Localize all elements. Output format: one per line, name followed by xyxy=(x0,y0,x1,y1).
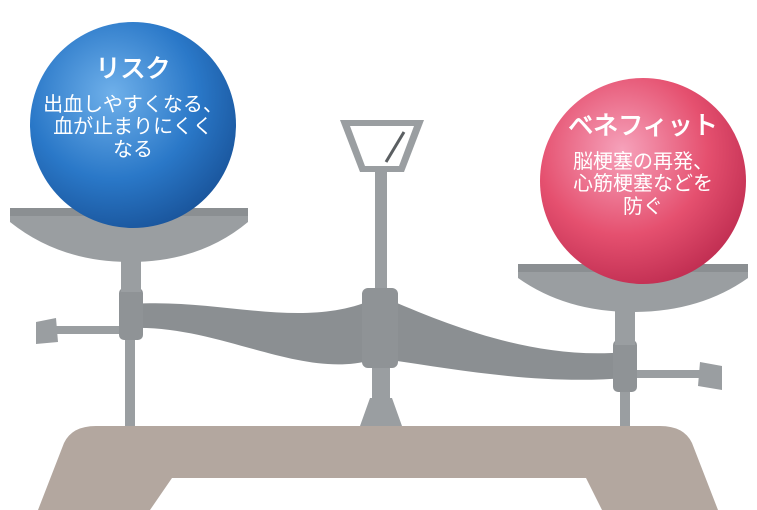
benefit-text-line2: 心筋梗塞などを xyxy=(573,171,713,196)
benefit-text-line1: 脳梗塞の再発、 xyxy=(573,149,713,173)
right-pan xyxy=(518,268,748,312)
benefit-text-line3: 防ぐ xyxy=(623,193,663,218)
center-foot xyxy=(360,398,402,426)
right-pan-neck xyxy=(615,305,635,345)
left-pan xyxy=(10,212,248,262)
left-handle xyxy=(36,318,58,344)
left-knob xyxy=(119,288,143,340)
right-knob xyxy=(613,340,637,392)
center-column-lower xyxy=(372,360,390,400)
risk-title: リスク xyxy=(95,54,171,83)
benefit-ball xyxy=(540,78,746,284)
benefit-title: ベネフィット xyxy=(568,111,718,140)
left-post xyxy=(125,290,135,426)
right-handle xyxy=(698,362,722,390)
risk-ball xyxy=(30,22,236,228)
left-handle-rod xyxy=(56,326,126,334)
risk-label-group: リスク 出血しやすくなる、 血が止まりにくく なる xyxy=(20,54,246,161)
gauge-needle xyxy=(384,131,406,163)
center-hub xyxy=(362,288,398,368)
risk-text-line2: 血が止まりにくく xyxy=(53,114,213,139)
right-handle-rod xyxy=(630,370,700,378)
scale-beam-right xyxy=(390,300,626,380)
scale-beam xyxy=(132,300,372,365)
benefit-label-group: ベネフィット 脳梗塞の再発、 心筋梗塞などを 防ぐ xyxy=(530,111,756,218)
left-pan-neck xyxy=(121,252,141,292)
gauge-face xyxy=(350,126,414,166)
risk-text-line1: 出血しやすくなる、 xyxy=(43,92,223,116)
center-column xyxy=(375,170,387,310)
scale-base xyxy=(38,426,718,510)
risk-text-line3: なる xyxy=(113,136,153,161)
